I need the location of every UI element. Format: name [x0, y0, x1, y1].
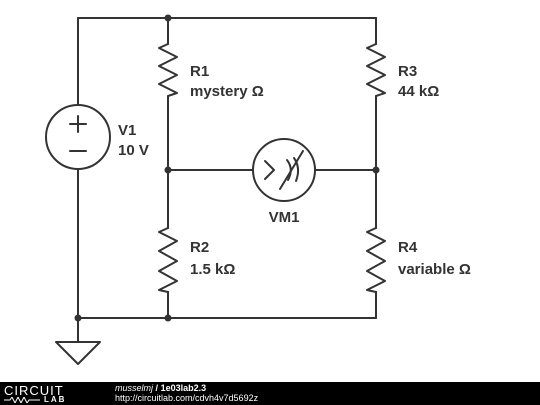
circuit-schematic: V1 10 V R1 mystery Ω R2 1.5 kΩ R3 44 kΩ … [45, 14, 471, 365]
v1-value-label: 10 V [118, 142, 149, 159]
voltage-source-v1[interactable] [45, 104, 111, 170]
meter-scale-icon [286, 157, 300, 182]
logo-resistor-icon [4, 397, 40, 403]
junction-dot [164, 14, 172, 22]
footer-bar: CIRCUIT LAB musselmj / 1e03lab2.3 http:/… [0, 382, 540, 405]
junction-dots [74, 14, 380, 322]
plus-icon [69, 115, 87, 133]
resistor-zigzag [366, 43, 386, 97]
r3-name-label: R3 [398, 63, 417, 80]
resistor-zigzag [158, 43, 178, 97]
ground-symbol[interactable] [55, 341, 101, 365]
junction-dot [164, 166, 172, 174]
circuit-name[interactable]: 1e03lab2.3 [160, 383, 207, 393]
logo-text-circuit: CIRCUIT [4, 383, 64, 398]
voltage-source-circle [45, 104, 111, 170]
resistor-r3[interactable] [366, 43, 386, 97]
circuitlab-logo[interactable]: CIRCUIT LAB [4, 383, 96, 404]
wires [77, 17, 377, 343]
r2-name-label: R2 [190, 239, 209, 256]
r4-name-label: R4 [398, 239, 418, 256]
junction-dot [372, 166, 380, 174]
r2-value-label: 1.5 kΩ [190, 261, 235, 278]
voltmeter-circle [252, 138, 316, 202]
r1-name-label: R1 [190, 63, 209, 80]
circuit-meta: musselmj / 1e03lab2.3 http://circuitlab.… [115, 383, 258, 403]
resistor-r1[interactable] [158, 43, 178, 97]
vm1-name-label: VM1 [269, 209, 300, 226]
resistor-r2[interactable] [158, 227, 178, 293]
title-separator: / [155, 383, 159, 393]
r1-value-label: mystery Ω [190, 83, 264, 100]
resistor-zigzag [366, 227, 386, 293]
v1-name-label: V1 [118, 122, 136, 139]
ground-icon [55, 341, 101, 365]
r3-value-label: 44 kΩ [398, 83, 439, 100]
logo-text-lab: LAB [44, 395, 67, 404]
resistor-zigzag [158, 227, 178, 293]
junction-dot [74, 314, 82, 322]
meter-chevron-icon [264, 160, 275, 180]
junction-dot [164, 314, 172, 322]
voltmeter-vm1[interactable] [252, 138, 316, 202]
r4-value-label: variable Ω [398, 261, 471, 278]
author-username[interactable]: musselmj [115, 383, 154, 393]
resistor-r4[interactable] [366, 227, 386, 293]
circuit-title-line: musselmj / 1e03lab2.3 [115, 383, 258, 393]
circuit-url[interactable]: http://circuitlab.com/cdvh4v7d5692z [115, 393, 259, 403]
